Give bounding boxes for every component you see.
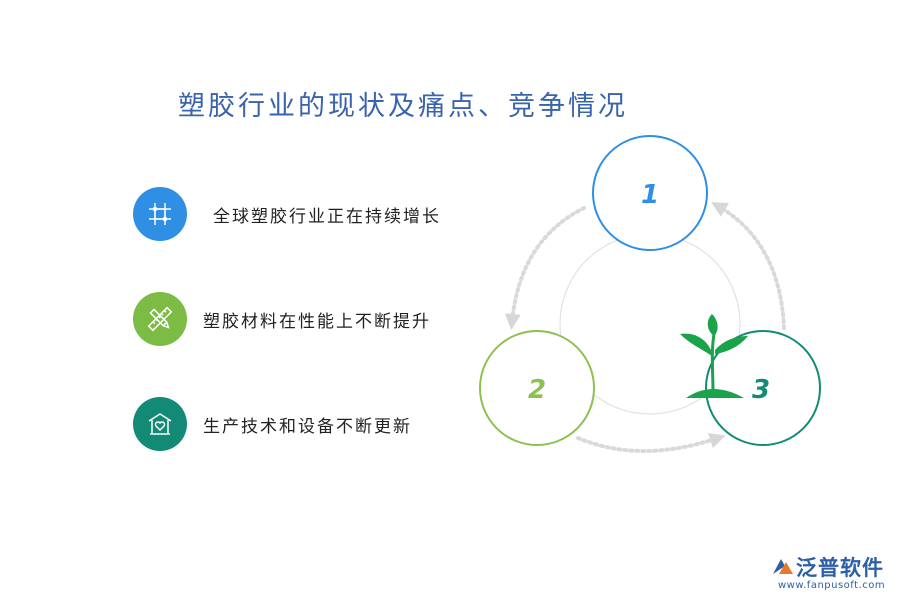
arrow-1-to-2 (504, 206, 586, 330)
item-label: 塑胶材料在性能上不断提升 (203, 311, 431, 332)
brand-logo: 泛普软件 (770, 552, 884, 582)
sprout-icon (680, 314, 748, 398)
network-icon (133, 187, 187, 241)
node-number: 1 (641, 180, 659, 210)
list-item-growth: 全球塑胶行业正在持续增长 (133, 187, 441, 241)
node-1: 1 (592, 135, 708, 251)
pencil-ruler-icon (133, 292, 187, 346)
node-number: 3 (752, 375, 770, 405)
brand-name: 泛普软件 (796, 556, 884, 580)
fanpu-logo-icon (773, 559, 793, 574)
house-heart-icon (133, 397, 187, 451)
page-title: 塑胶行业的现状及痛点、竞争情况 (178, 91, 628, 122)
node-3: 3 (705, 330, 821, 446)
item-label: 生产技术和设备不断更新 (203, 416, 412, 437)
list-item-technology: 生产技术和设备不断更新 (133, 397, 412, 451)
arrow-2-to-3 (576, 432, 726, 453)
item-label: 全球塑胶行业正在持续增长 (213, 206, 441, 227)
list-item-performance: 塑胶材料在性能上不断提升 (133, 292, 431, 346)
node-number: 2 (528, 375, 546, 405)
arrow-3-to-1 (711, 201, 786, 330)
node-2: 2 (479, 330, 595, 446)
brand-url: www.fanpusoft.com (778, 580, 886, 591)
